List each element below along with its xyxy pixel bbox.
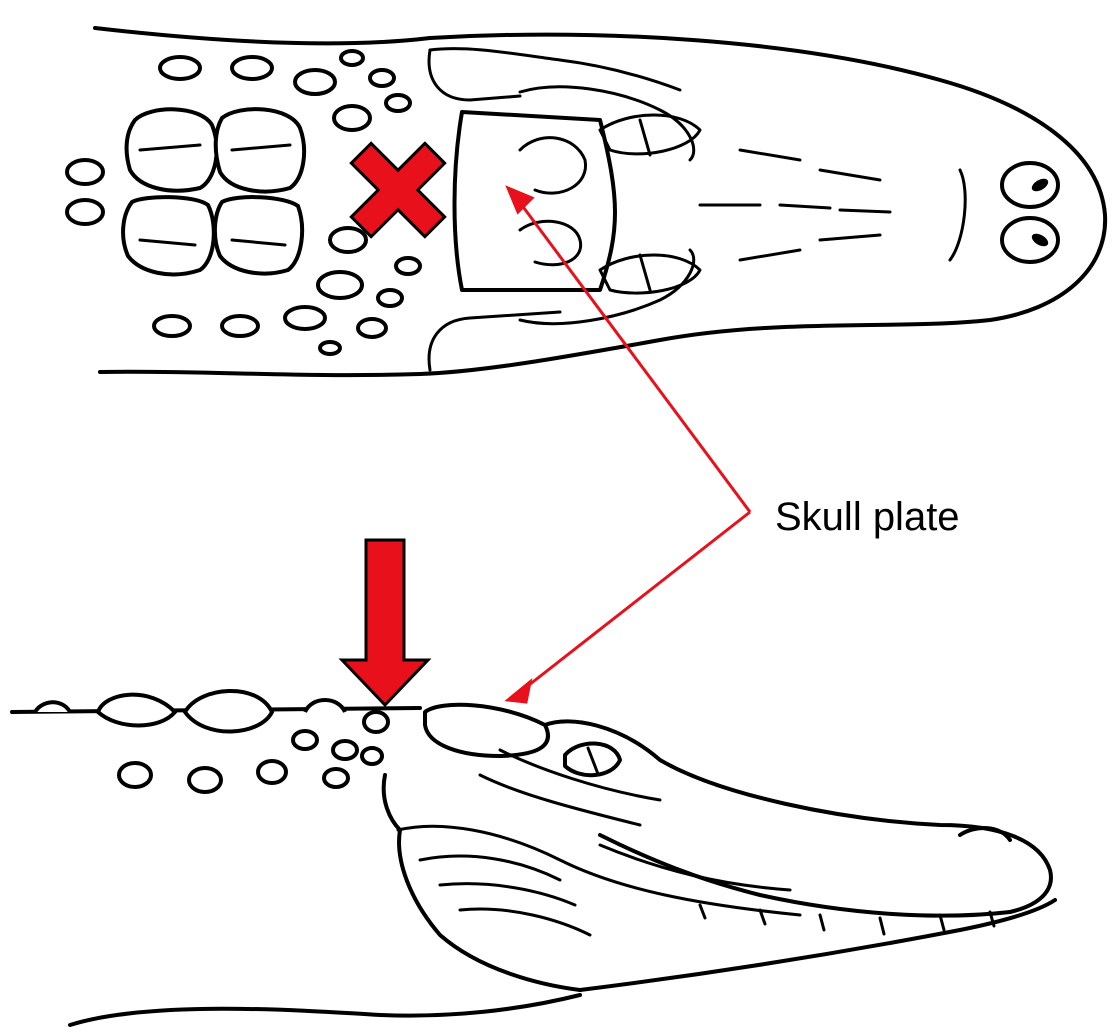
alligator-top-view bbox=[67, 28, 1105, 375]
skull-plate-side bbox=[425, 705, 548, 756]
alligator-side-view bbox=[12, 691, 1055, 1025]
skull-plate-label: Skull plate bbox=[775, 495, 960, 539]
red-down-arrow bbox=[342, 540, 428, 705]
